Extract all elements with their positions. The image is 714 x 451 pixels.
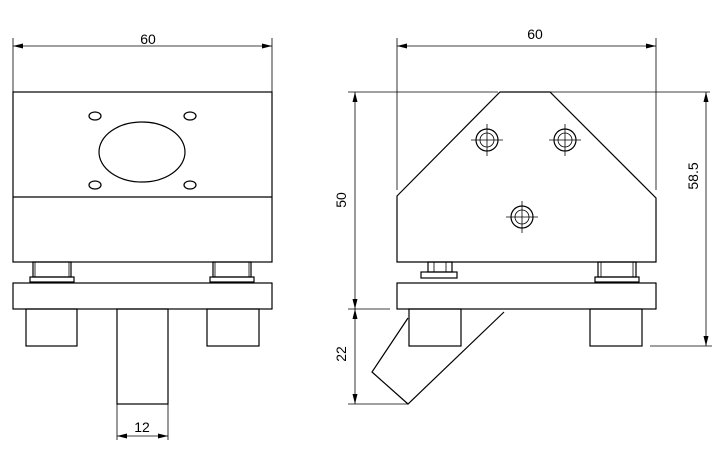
front-center-post <box>116 308 169 405</box>
side-main-body <box>396 91 657 263</box>
side-width-label: 60 <box>527 26 543 42</box>
front-width-label: 60 <box>140 31 156 47</box>
front-post-label: 12 <box>134 419 150 435</box>
side-width-dimension: 60 <box>396 26 657 190</box>
side-total-height-label: 58.5 <box>685 162 701 189</box>
side-base-plate <box>396 282 657 310</box>
side-height-dimension: 50 <box>333 92 390 310</box>
front-standoff-left <box>29 261 75 283</box>
side-angled-post <box>371 311 505 405</box>
side-total-height-dimension: 58.5 <box>650 92 712 347</box>
side-adjust-knob <box>420 261 458 279</box>
front-standoff-right <box>209 261 255 283</box>
front-foot-left <box>25 308 78 347</box>
front-width-dimension: 60 <box>12 31 273 92</box>
bolt-hole-br <box>183 180 197 190</box>
side-foot-left <box>408 308 462 347</box>
bolt-hole-tr <box>183 111 197 121</box>
side-hole-1 <box>471 124 503 156</box>
front-view: 60 <box>12 31 273 440</box>
side-hole-2 <box>549 124 581 156</box>
front-foot-right <box>206 308 260 347</box>
bolt-hole-tl <box>88 111 102 121</box>
front-main-body <box>12 91 273 263</box>
side-bottom-dimension: 22 <box>333 309 408 405</box>
side-foot-right <box>589 308 643 347</box>
front-center-bore <box>98 121 186 183</box>
side-height-label: 50 <box>333 192 349 208</box>
side-bottom-label: 22 <box>333 346 349 362</box>
side-hole-3 <box>506 201 538 233</box>
side-view: 60 <box>333 26 712 405</box>
side-standoff-right <box>594 261 640 283</box>
front-post-dimension: 12 <box>116 404 169 440</box>
bolt-hole-bl <box>88 180 102 190</box>
front-base-plate <box>12 282 273 310</box>
